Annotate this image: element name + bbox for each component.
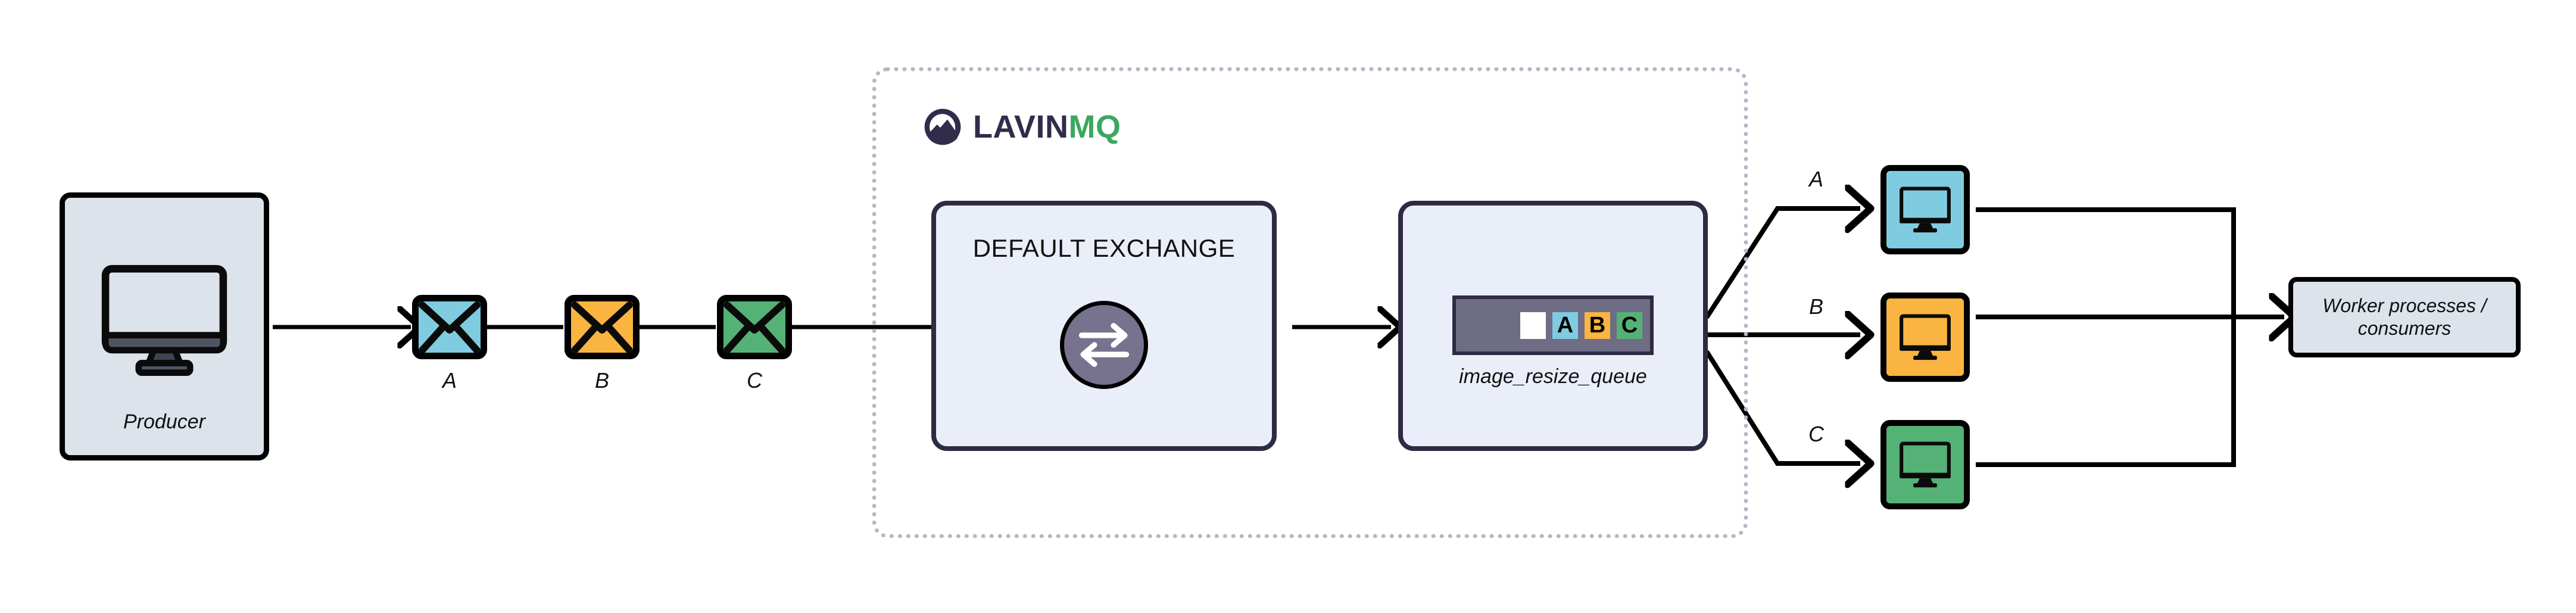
message-envelope-b <box>565 295 640 359</box>
message-envelope-a <box>412 295 487 359</box>
queue-slot-empty <box>1520 312 1546 339</box>
lavinmq-logo: LAVINMQ <box>923 107 1121 147</box>
connector-consumer-a-to-worker <box>1976 207 2236 317</box>
envelope-icon <box>723 301 785 353</box>
desktop-monitor-icon <box>1900 441 1951 488</box>
producer-label: Producer <box>123 410 205 433</box>
worker-processes-line-1: Worker processes / <box>2322 294 2487 316</box>
worker-processes-line-2: consumers <box>2357 317 2452 339</box>
lavinmq-wordmark-primary: LAVIN <box>973 109 1069 145</box>
default-exchange-panel: DEFAULT EXCHANGE <box>931 201 1277 451</box>
desktop-monitor-icon <box>1900 186 1951 233</box>
lavinmq-boundary <box>872 67 1748 538</box>
exchange-swap-arrows-icon <box>1060 301 1148 389</box>
lavinmq-wordmark-accent: MQ <box>1068 109 1121 145</box>
message-envelope-c <box>717 295 792 359</box>
envelope-icon <box>419 301 481 353</box>
worker-processes-label: Worker processes / consumers <box>2314 295 2495 340</box>
queue-message-bar: A B C <box>1452 295 1654 355</box>
queue-slot-a: A <box>1552 312 1578 339</box>
connector-queue-to-consumer-a <box>1704 209 1860 319</box>
consumer-tile-a <box>1880 165 1970 254</box>
queue-slot-b: B <box>1585 312 1610 339</box>
message-envelope-b-label: B <box>594 368 609 393</box>
message-envelope-c-label: C <box>747 368 762 393</box>
queue-panel: A B C image_resize_queue <box>1398 201 1708 451</box>
connector-consumer-c-to-worker <box>1976 317 2236 467</box>
branch-label-a: A <box>1808 167 1823 191</box>
branch-label-c: C <box>1808 422 1824 446</box>
desktop-monitor-icon <box>1900 314 1951 360</box>
message-envelope-a-label: A <box>442 368 457 393</box>
consumer-tile-b <box>1880 293 1970 382</box>
default-exchange-title: DEFAULT EXCHANGE <box>972 234 1236 262</box>
consumer-tile-c <box>1880 420 1970 509</box>
lavinmq-wordmark: LAVINMQ <box>973 111 1121 143</box>
queue-name-label: image_resize_queue <box>1459 365 1647 388</box>
lavinmq-mountain-logo-icon <box>924 108 961 145</box>
branch-label-b: B <box>1808 294 1823 319</box>
worker-processes-box: Worker processes / consumers <box>2288 277 2521 357</box>
envelope-icon <box>571 301 633 353</box>
producer-box: Producer <box>60 192 269 460</box>
queue-slot-c: C <box>1617 312 1642 339</box>
connector-queue-to-consumer-c <box>1704 350 1860 463</box>
desktop-monitor-icon <box>100 265 229 379</box>
